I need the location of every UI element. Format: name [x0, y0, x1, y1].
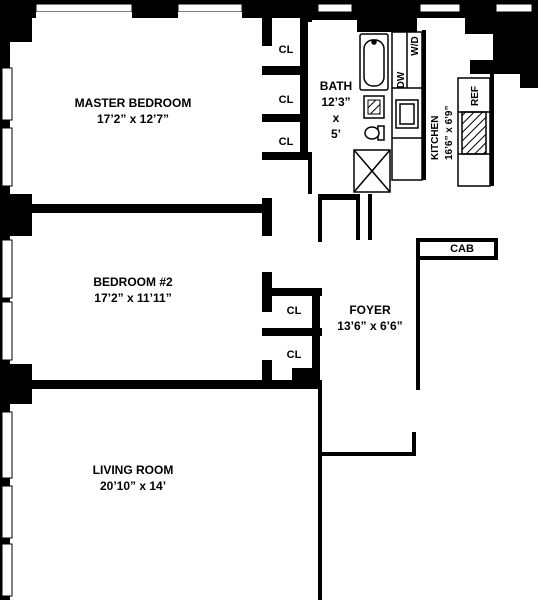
bedroom2-name: BEDROOM #2	[93, 275, 173, 289]
sink-vanity	[363, 95, 385, 119]
shower	[353, 149, 391, 193]
toilet	[364, 125, 385, 141]
master-bedroom-dims: 17’2” x 12’7”	[97, 112, 169, 126]
closet-label-master-1: CL	[279, 44, 294, 56]
closet-label-master-2: CL	[279, 94, 294, 106]
foyer-dims: 13’6” x 6’6”	[337, 319, 402, 333]
bath-x: x	[333, 111, 340, 125]
washer-dryer-label: W/D	[410, 36, 421, 55]
master-bedroom-name: MASTER BEDROOM	[75, 96, 192, 110]
left-windows	[1, 67, 13, 597]
bathtub	[359, 33, 389, 91]
dishwasher-label: DW	[396, 71, 407, 88]
bath-dim1: 12’3”	[321, 95, 350, 109]
kitchen-dims: 16’6” x 6’9”	[444, 106, 455, 160]
foyer-name: FOYER	[349, 303, 391, 317]
interior-walls	[28, 18, 498, 600]
cabinet-label: CAB	[450, 243, 474, 255]
closet-label-master-3: CL	[279, 136, 294, 148]
bedroom2-dims: 17’2” x 11’11”	[94, 291, 171, 305]
living-room-dims: 20’10” x 14’	[100, 479, 166, 493]
bath-name: BATH	[320, 79, 352, 93]
closet-label-bedroom2-1: CL	[287, 305, 302, 317]
closet-label-bedroom2-2: CL	[287, 349, 302, 361]
half-bath-line1: 1/2	[501, 41, 515, 52]
living-room-name: LIVING ROOM	[93, 463, 174, 477]
refrigerator-stove-block	[457, 77, 491, 187]
kitchen-sink	[395, 99, 419, 129]
refrigerator-label: REF	[470, 86, 481, 106]
kitchen-name: KITCHEN	[430, 116, 441, 160]
bath-dim2: 5’	[331, 127, 341, 141]
half-bath-line2: BATH	[494, 55, 521, 66]
